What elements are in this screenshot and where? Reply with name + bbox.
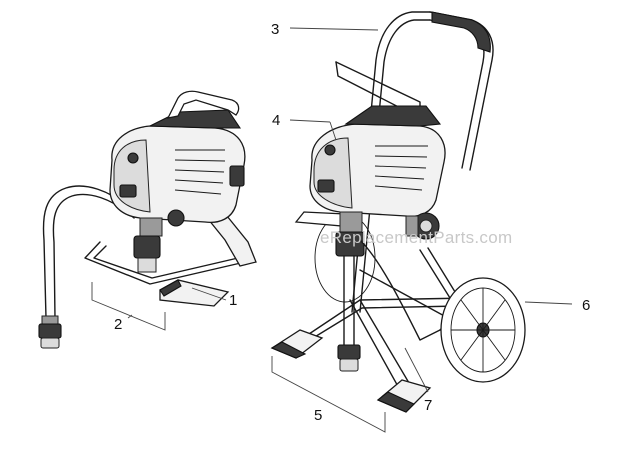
cart-control-knob-icon bbox=[324, 144, 336, 156]
pressure-switch bbox=[119, 184, 137, 198]
side-switch bbox=[229, 165, 245, 187]
hose-fitting-end bbox=[40, 337, 60, 349]
callout-7: 7 bbox=[424, 397, 432, 414]
hose-fitting-nut bbox=[38, 323, 62, 339]
suction-strainer bbox=[339, 358, 359, 372]
leader-6 bbox=[524, 301, 573, 305]
leader-3 bbox=[289, 27, 379, 31]
hose-inner bbox=[52, 193, 135, 319]
callout-3: 3 bbox=[271, 21, 279, 38]
leader-7 bbox=[404, 347, 429, 393]
control-knob-icon bbox=[127, 152, 139, 164]
cart-housing-top bbox=[344, 105, 442, 127]
base-frame-front bbox=[84, 241, 246, 285]
left-sprayer-assembly bbox=[38, 90, 257, 349]
pump-block bbox=[139, 217, 163, 237]
cart-cooling-ribs bbox=[374, 145, 428, 191]
foot-pad-right-cap bbox=[376, 391, 415, 413]
suction-strainer-nut bbox=[337, 344, 361, 360]
cart-crossbar-lower bbox=[335, 61, 421, 119]
hose-fitting-collar bbox=[41, 315, 59, 325]
callout-4: 4 bbox=[272, 112, 280, 129]
leader-4b bbox=[329, 121, 337, 141]
front-bracket-handle bbox=[294, 211, 346, 227]
wheel-spokes bbox=[451, 288, 515, 372]
leader-2 bbox=[127, 314, 133, 319]
base-frame-diagonal bbox=[349, 299, 401, 391]
base-frame-inner bbox=[93, 245, 239, 279]
leader-2-bracket bbox=[91, 282, 166, 331]
valve-body bbox=[405, 215, 419, 237]
inlet-nut bbox=[133, 235, 161, 259]
leader-4 bbox=[289, 119, 331, 123]
callout-1: 1 bbox=[229, 292, 237, 309]
carry-handle bbox=[166, 90, 240, 119]
leader-lines bbox=[91, 27, 573, 433]
prime-valve-center bbox=[419, 219, 433, 233]
foot-pad-cap bbox=[159, 279, 182, 297]
right-sprayer-cart-assembly bbox=[270, 11, 526, 413]
callout-6: 6 bbox=[582, 297, 590, 314]
callout-2: 2 bbox=[114, 316, 122, 333]
return-line bbox=[359, 239, 441, 341]
foot-pad-left-cap bbox=[270, 341, 307, 359]
leader-1 bbox=[191, 287, 227, 301]
leader-5-bracket bbox=[271, 356, 386, 433]
outlet-fitting bbox=[167, 209, 185, 227]
housing-top bbox=[149, 109, 242, 129]
watermark-text: eReplacementParts.com bbox=[320, 228, 512, 247]
inlet-valve bbox=[137, 257, 157, 273]
cart-handle-left-rail bbox=[351, 11, 431, 313]
cooling-ribs bbox=[174, 149, 226, 195]
callout-5: 5 bbox=[314, 407, 322, 424]
handle-grip bbox=[431, 11, 491, 53]
cart-handle-left-inner bbox=[359, 19, 431, 313]
base-frame-diagonal-inner bbox=[359, 299, 413, 389]
cart-pressure-switch bbox=[317, 179, 335, 193]
